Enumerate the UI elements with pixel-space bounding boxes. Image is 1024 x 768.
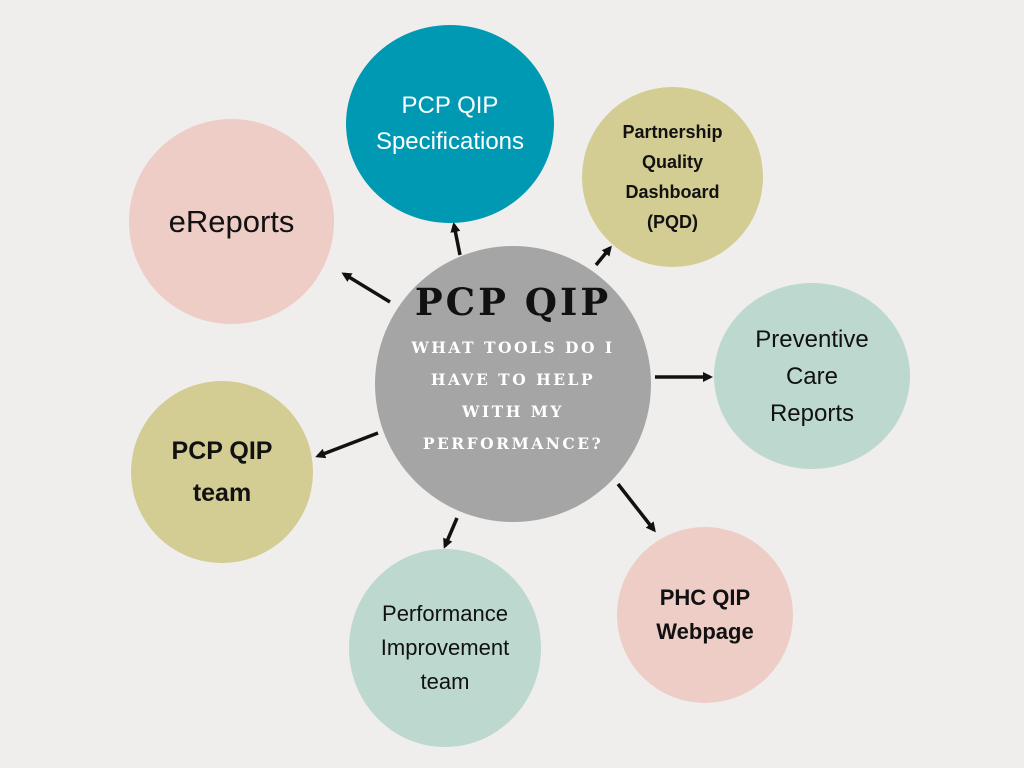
node-specifications: PCP QIP Specifications (346, 25, 554, 223)
node-pqd: Partnership Quality Dashboard (PQD) (582, 87, 763, 267)
node-phc-webpage: PHC QIP Webpage (617, 527, 793, 703)
node-performance-improvement-team: Performance Improvement team (349, 549, 541, 747)
node-qip-team: PCP QIP team (131, 381, 313, 563)
node-performance-team-label: Performance Improvement team (380, 601, 510, 694)
center-subtitle: WHAT TOOLS DO I HAVE TO HELP WITH MY PER… (411, 338, 615, 453)
arrow-to-performance-team (443, 517, 459, 549)
node-preventive-care-reports: Preventive Care Reports (714, 283, 910, 469)
node-ereports-label: eReports (168, 203, 295, 239)
node-pqd-label: Partnership Quality Dashboard (PQD) (622, 122, 723, 232)
arrow-to-ereports (341, 272, 391, 304)
arrow-to-specifications (450, 222, 462, 256)
node-qip-team-label: PCP QIP team (171, 437, 273, 507)
node-phc-webpage-label: PHC QIP Webpage (656, 585, 754, 644)
arrow-to-phc-webpage (616, 482, 656, 533)
node-specifications-label: PCP QIP Specifications (375, 92, 525, 155)
center-title: PCP QIP (414, 280, 612, 324)
node-ereports: eReports (129, 119, 334, 324)
center-node: PCP QIP WHAT TOOLS DO I HAVE TO HELP WIT… (375, 246, 651, 522)
arrow-to-pqd (594, 245, 612, 267)
node-preventive-label: Preventive Care Reports (755, 325, 869, 427)
arrow-to-qip-team (315, 431, 379, 459)
